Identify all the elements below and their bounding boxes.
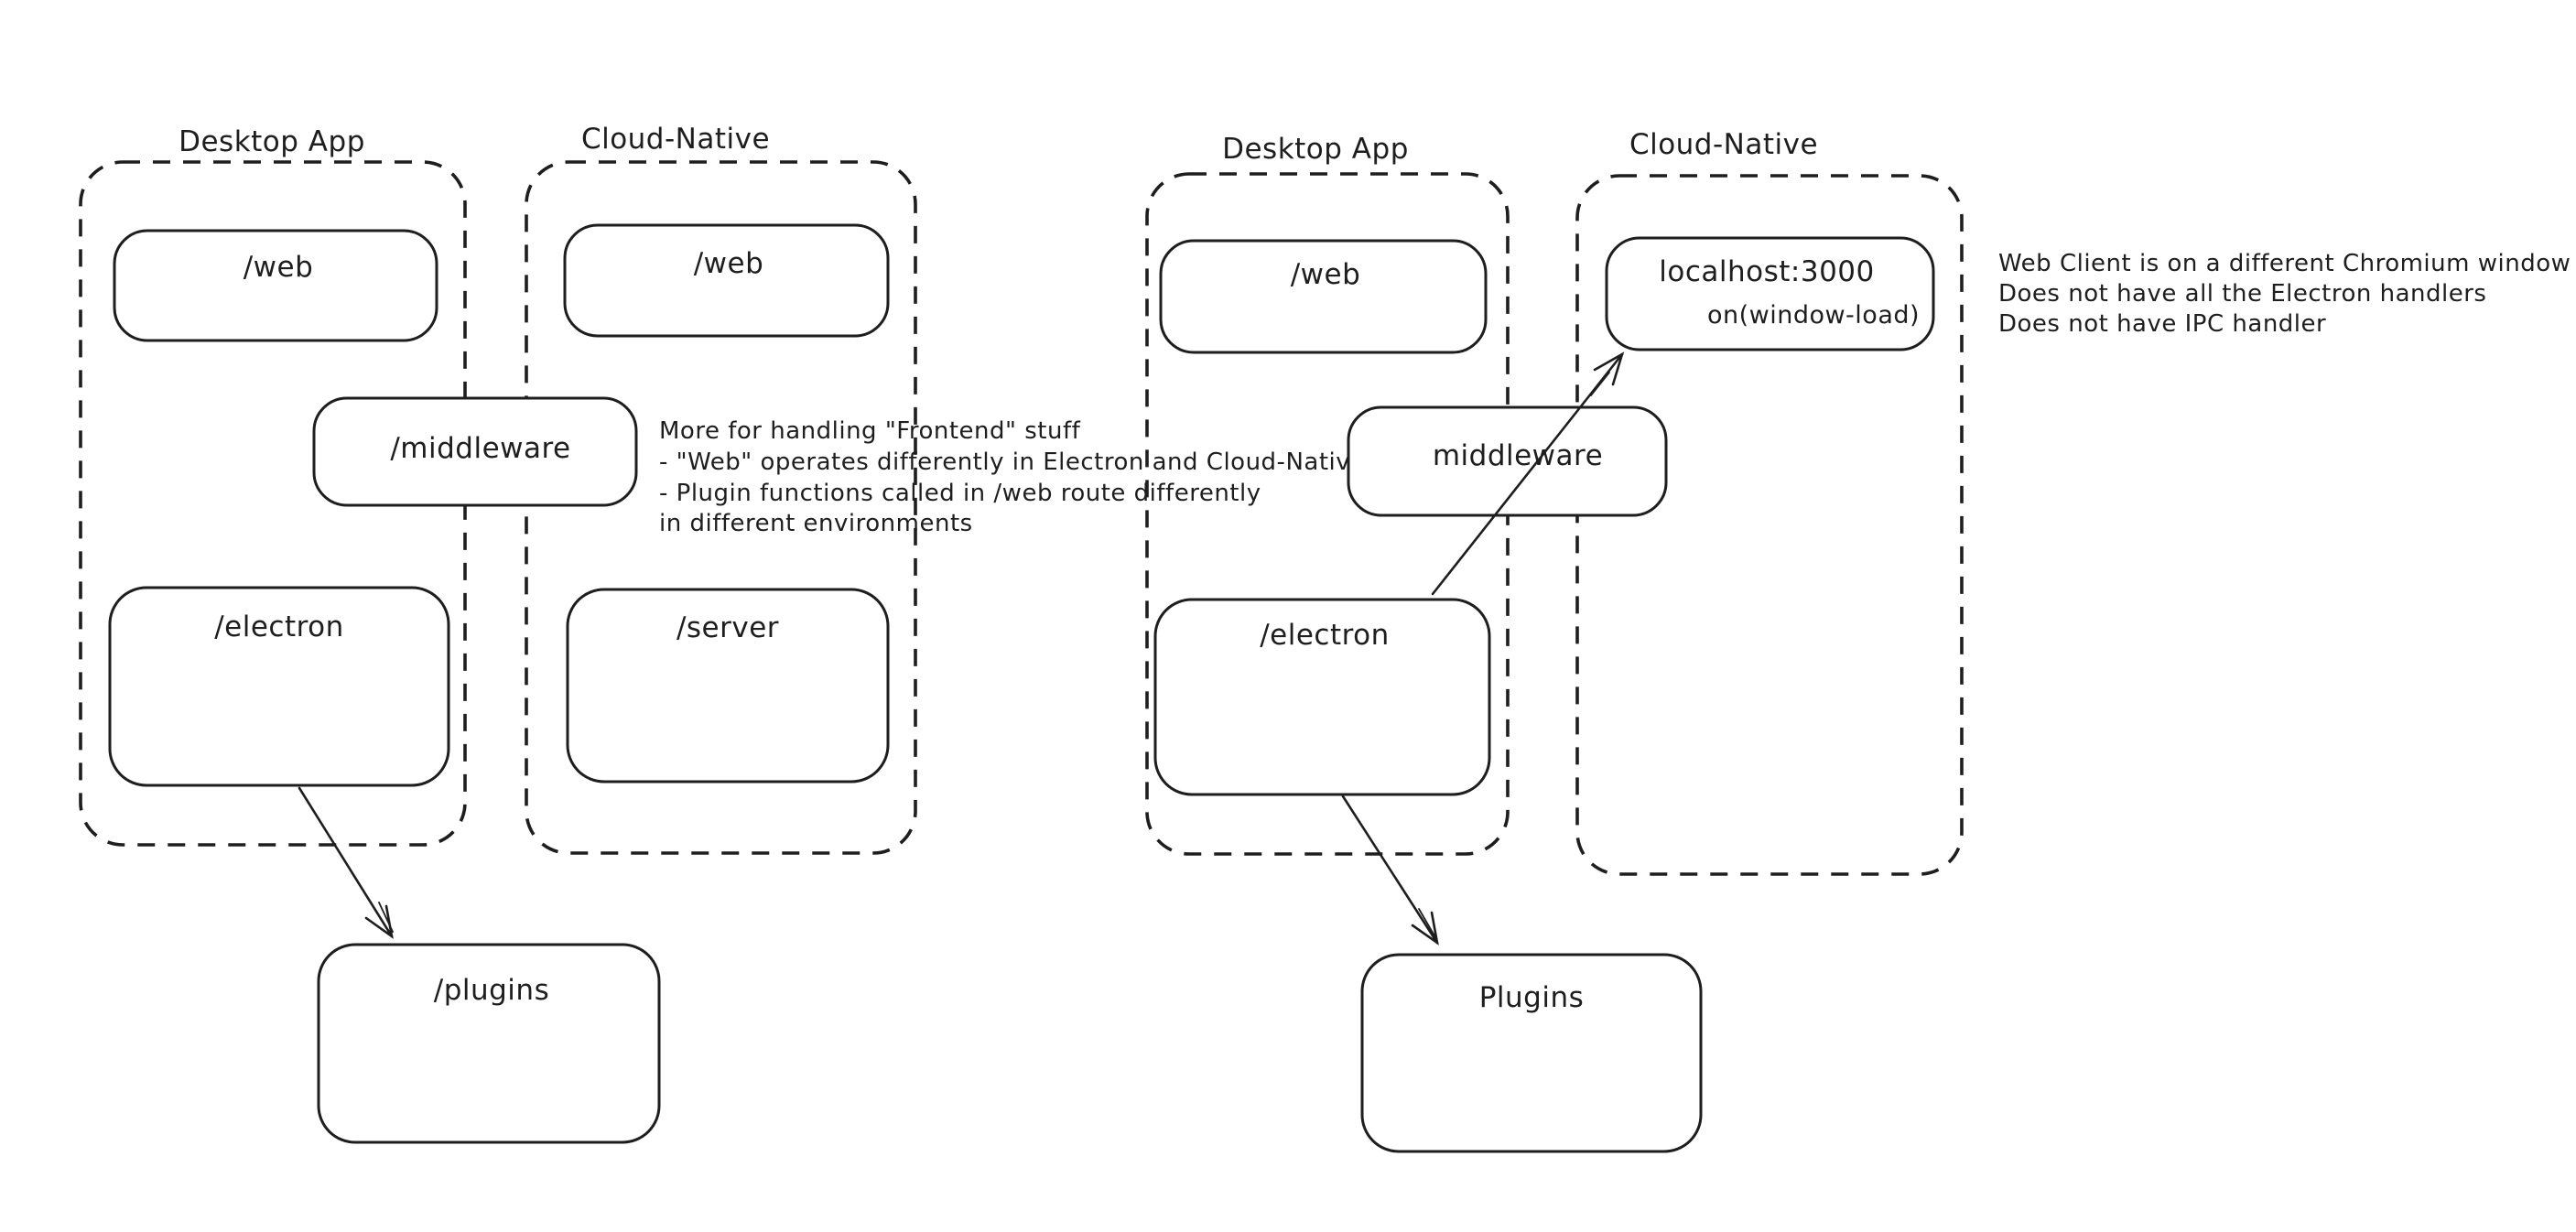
right-plugins-label: Plugins [1479, 981, 1585, 1014]
right-electron-label: /electron [1260, 619, 1390, 652]
left-desktop-app-label: Desktop App [179, 125, 365, 158]
note-line: - "Web" operates differently in Electron… [659, 448, 1366, 476]
right-plugins-box: Plugins [1360, 953, 1703, 1153]
left-electron-label: /electron [214, 611, 344, 643]
left-green-note: More for handling "Frontend" stuff - "We… [659, 417, 1366, 537]
note-line: Does not have IPC handler [1998, 310, 2326, 338]
right-web-desktop-label: /web [1291, 258, 1361, 291]
right-cloud-native-label: Cloud-Native [1629, 128, 1818, 161]
note-line: Does not have all the Electron handlers [1998, 280, 2486, 308]
right-localhost-label: localhost:3000 [1659, 255, 1875, 288]
right-electron-box: /electron [1153, 598, 1491, 796]
left-server-label: /server [676, 611, 779, 644]
left-cloud-native-container [525, 160, 917, 855]
left-server-box: /server [566, 588, 890, 784]
left-plugins-box: /plugins [317, 943, 661, 1144]
left-diagram: Desktop App Cloud-Native /web /web /midd… [79, 123, 1366, 1144]
right-localhost-box: localhost:3000 on(window-load) [1605, 236, 1935, 351]
left-cloud-native-label: Cloud-Native [581, 123, 770, 156]
left-web-cloud-label: /web [694, 247, 764, 280]
note-line: - Plugin functions called in /web route … [659, 480, 1261, 507]
left-web-cloud-box: /web [563, 223, 890, 338]
right-middleware-label: middleware [1433, 439, 1603, 472]
note-line: in different environments [659, 510, 973, 537]
right-diagram: Desktop App Cloud-Native /web localhost:… [1145, 128, 2571, 1153]
note-line: More for handling "Frontend" stuff [659, 417, 1081, 445]
left-plugins-label: /plugins [434, 974, 549, 1007]
left-web-desktop-label: /web [244, 251, 314, 284]
left-web-desktop-box: /web [113, 229, 438, 342]
right-electron-to-localhost-arrow [1431, 351, 1625, 596]
right-window-load-label: on(window-load) [1707, 301, 1920, 330]
left-electron-box: /electron [108, 586, 450, 787]
left-electron-to-plugins-arrow [298, 786, 394, 939]
right-red-note: Web Client is on a different Chromium wi… [1998, 250, 2571, 338]
note-line: Web Client is on a different Chromium wi… [1998, 250, 2571, 277]
right-cloud-native-container [1575, 174, 1964, 876]
right-web-desktop-box: /web [1159, 239, 1488, 354]
right-middleware-box: middleware [1347, 405, 1668, 517]
right-electron-to-plugins-arrow [1341, 794, 1439, 946]
left-middleware-label: /middleware [390, 432, 570, 465]
left-middleware-box: /middleware [312, 396, 638, 507]
right-desktop-app-label: Desktop App [1222, 133, 1409, 166]
